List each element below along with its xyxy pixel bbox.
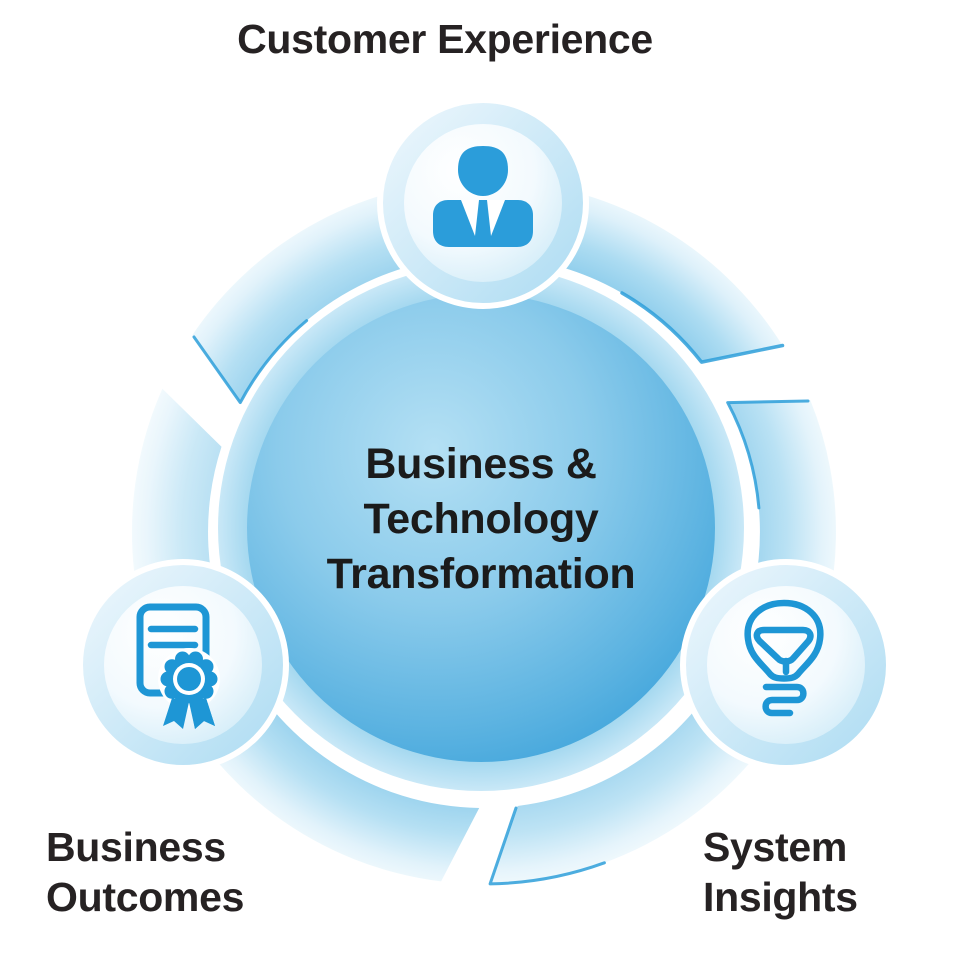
node-business-outcomes xyxy=(77,559,289,771)
label-line: System xyxy=(703,824,848,870)
label-business-outcomes: Business Outcomes xyxy=(46,822,244,922)
center-title-line: Business & xyxy=(365,440,597,488)
node-system-insights xyxy=(680,559,892,771)
label-line: Insights xyxy=(703,874,858,920)
label-system-insights: System Insights xyxy=(703,822,858,922)
ring-accent-lines xyxy=(192,291,810,886)
center-title: Business & Technology Transformation xyxy=(251,437,711,602)
label-line: Business xyxy=(46,824,226,870)
label-line: Outcomes xyxy=(46,874,245,920)
center-circle xyxy=(247,294,715,762)
certificate-icon xyxy=(136,603,220,729)
person-icon xyxy=(433,146,533,247)
center-title-line: Transformation xyxy=(326,550,636,598)
lightbulb-icon xyxy=(744,599,824,717)
label-customer-experience: Customer Experience xyxy=(237,16,653,62)
node-customer-experience xyxy=(377,97,589,309)
center-title-line: Technology xyxy=(363,495,599,543)
